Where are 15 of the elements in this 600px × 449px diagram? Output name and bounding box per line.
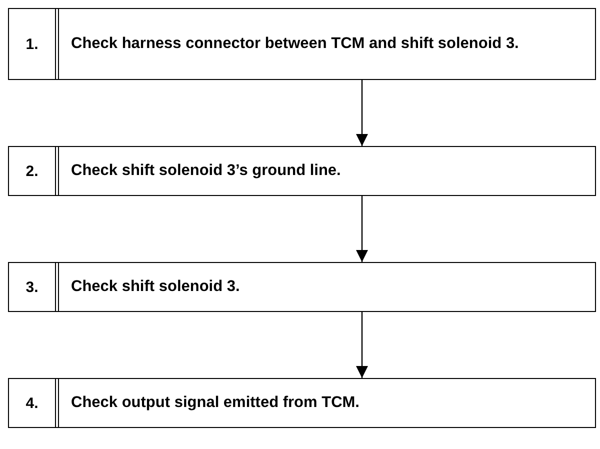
step-box — [8, 8, 596, 80]
step-number: 1. — [26, 36, 38, 52]
step-text: Check harness connector between TCM and shift solenoid 3. — [71, 34, 519, 54]
arrow — [356, 80, 368, 146]
arrow — [356, 196, 368, 262]
step-box — [8, 378, 596, 428]
step-number: 4. — [26, 394, 38, 412]
arrow — [356, 312, 368, 378]
step-text: Check output signal emitted from TCM. — [71, 392, 360, 413]
step-text: Check shift solenoid 3’s ground line. — [71, 160, 341, 181]
step-text: Check shift solenoid 3. — [71, 276, 240, 297]
step-box — [8, 262, 596, 312]
step-number: 3. — [26, 278, 38, 296]
step-number: 2. — [26, 162, 38, 180]
step-box — [8, 146, 596, 196]
